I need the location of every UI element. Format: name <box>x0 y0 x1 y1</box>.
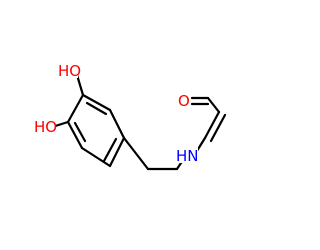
molecule-drawing: HO HO HN O <box>33 62 227 171</box>
bond-oh-top <box>75 73 85 97</box>
atom-label-oh-top: HO <box>58 62 81 80</box>
ring-bond-left <box>66 120 84 150</box>
atom-label-o: O <box>178 92 190 110</box>
label-bg-nh <box>174 147 198 163</box>
ring-double-bond-left <box>73 121 87 143</box>
ring-bond-top <box>81 93 112 112</box>
bond-ch-cho <box>206 96 221 114</box>
ring-double-bond-top <box>85 101 108 116</box>
bond-ch-ch <box>203 110 221 140</box>
ring-bond-top-right <box>108 108 126 140</box>
ring-double-bond-right <box>102 137 118 163</box>
ring-bond-right <box>108 136 126 168</box>
label-bg-oh-left <box>33 118 55 134</box>
bond-ch-ch-double <box>209 113 227 143</box>
bond-ring-ch2 <box>122 136 150 171</box>
ring-bond-bottom <box>80 146 112 168</box>
ring-bond-top-left <box>66 93 85 124</box>
label-bg-o <box>177 92 191 108</box>
label-bg-oh-top <box>56 62 78 78</box>
structure-diagram: HO HO HN O <box>33 62 227 171</box>
atom-label-nh: HN <box>176 147 199 165</box>
atom-label-oh-left: HO <box>34 118 57 136</box>
